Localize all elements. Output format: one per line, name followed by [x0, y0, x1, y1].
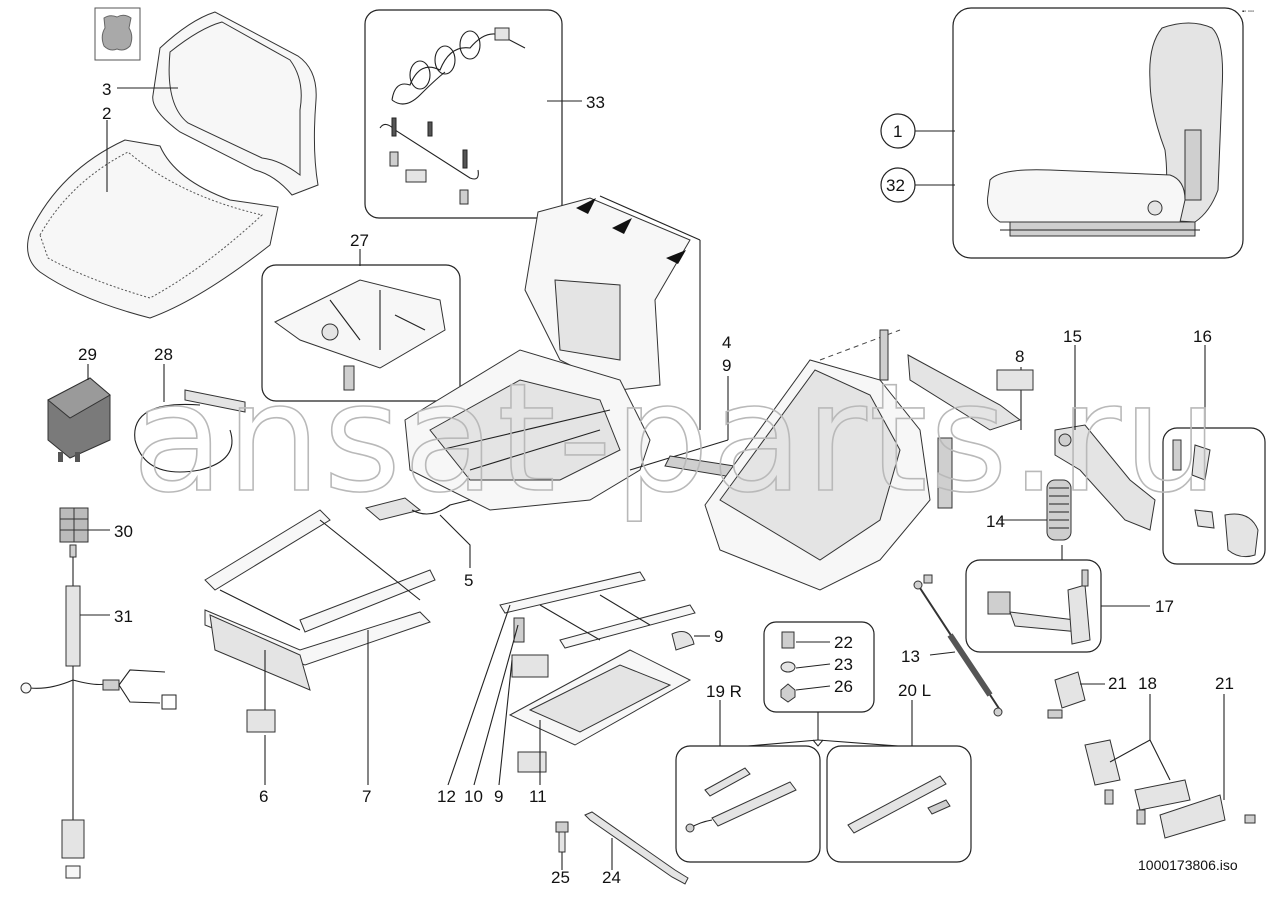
callout-8: 8 — [1015, 347, 1024, 366]
lever-kit-box-16 — [1162, 427, 1266, 565]
lever-assembly-15 — [1054, 424, 1156, 531]
stay-bar-24 — [584, 811, 689, 885]
lever-5 — [364, 497, 471, 521]
backrest-frame — [524, 195, 701, 391]
callout-15: 15 — [1063, 327, 1082, 346]
cable-28 — [134, 389, 246, 473]
callout-9-mid: 9 — [714, 627, 723, 646]
cover-part-2 — [27, 139, 279, 319]
wiring-harness-box — [364, 9, 563, 219]
rail-left-box — [826, 745, 972, 863]
callout-3: 3 — [102, 80, 111, 99]
callout-2: 2 — [102, 104, 111, 123]
suspension-frame — [204, 509, 436, 691]
callout-30: 30 — [114, 522, 133, 541]
callout-5: 5 — [464, 571, 473, 590]
leather-icon — [94, 7, 141, 61]
gas-strut-13 — [913, 574, 1003, 717]
connector-icon — [59, 507, 89, 543]
callout-13: 13 — [901, 647, 920, 666]
callout-29: 29 — [78, 345, 97, 364]
bolt-25 — [555, 821, 569, 853]
callout-14: 14 — [986, 512, 1005, 531]
part-11-block — [517, 751, 547, 773]
cover-part-3 — [152, 11, 319, 196]
callout-31: 31 — [114, 607, 133, 626]
callout-16: 16 — [1193, 327, 1212, 346]
callout-28: 28 — [154, 345, 173, 364]
callout-12: 12 — [437, 787, 456, 806]
relay-icon — [47, 377, 111, 462]
fastener-box — [763, 621, 875, 713]
callout-1: 1 — [893, 122, 902, 141]
callout-33: 33 — [586, 93, 605, 112]
callout-23: 23 — [834, 655, 853, 674]
callout-27: 27 — [350, 231, 369, 250]
callout-11: 11 — [529, 787, 547, 806]
callout-4: 4 — [722, 333, 731, 352]
harness-31 — [20, 544, 177, 879]
part-6-block — [246, 709, 276, 733]
right-seat-frame — [704, 329, 1022, 591]
lever-kit-box-17 — [965, 559, 1102, 653]
callout-6: 6 — [259, 787, 268, 806]
callout-10: 10 — [464, 787, 483, 806]
seat-base-frame — [404, 349, 651, 511]
slide-rail-assembly — [499, 571, 696, 746]
complete-seat-box — [952, 7, 1244, 259]
corner-mark: ▪▫ ▫▫▫ — [1242, 9, 1254, 15]
part-8-clip — [996, 369, 1034, 391]
rail-right-box — [675, 745, 821, 863]
callout-9-top: 9 — [722, 356, 731, 375]
seatbelt-bracket-hardware — [1047, 671, 1256, 839]
watermark: ansat-parts.ru — [132, 352, 1220, 526]
callout-9-bottom: 9 — [494, 787, 503, 806]
spring-14 — [1046, 479, 1072, 541]
callout-26: 26 — [834, 677, 853, 696]
callout-32: 32 — [886, 176, 905, 195]
callout-22: 22 — [834, 633, 853, 652]
seat-pan-plate-box — [261, 264, 461, 402]
callout-7: 7 — [362, 787, 371, 806]
callout-19R: 19 R — [706, 682, 742, 701]
